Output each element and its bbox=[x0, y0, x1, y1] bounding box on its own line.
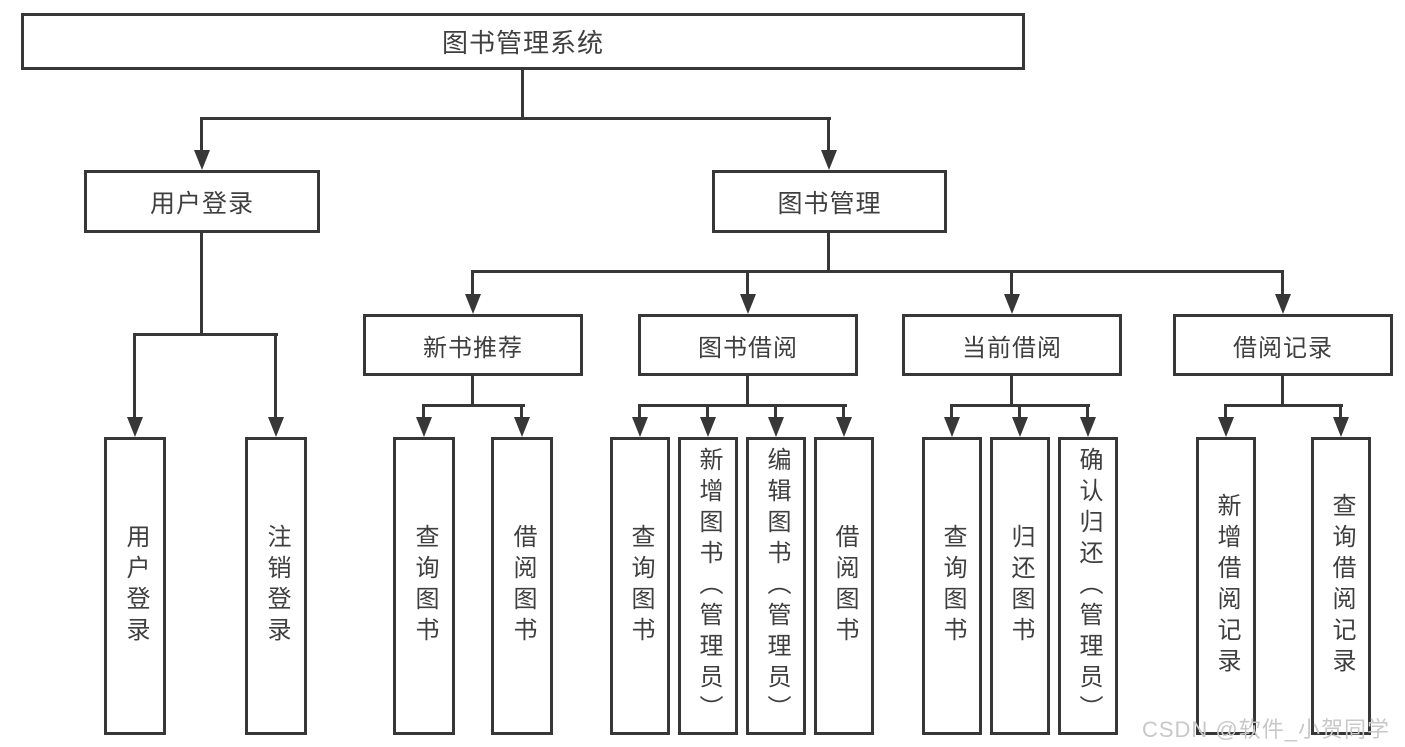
connector-hline bbox=[422, 404, 525, 407]
connector-stub bbox=[274, 333, 277, 419]
connector-stub bbox=[774, 404, 777, 419]
connector-stub bbox=[638, 404, 641, 419]
arrow-down-icon bbox=[127, 417, 143, 437]
arrow-down-icon bbox=[514, 417, 530, 437]
arrow-down-icon bbox=[836, 417, 852, 437]
connector-hline bbox=[638, 404, 847, 407]
node-current-borrowing: 当前借阅 bbox=[902, 314, 1122, 376]
node-label: 图书管理系统 bbox=[441, 28, 604, 58]
connector-vline bbox=[746, 376, 749, 406]
node-label: 借阅记录 bbox=[1233, 334, 1333, 362]
node-label: 用户登录 bbox=[149, 189, 254, 218]
connector-stub bbox=[827, 117, 830, 153]
connector-stub bbox=[422, 404, 425, 419]
node-label: 确认归还（管理员） bbox=[1075, 446, 1102, 726]
node-label: 新增借阅记录 bbox=[1213, 493, 1240, 679]
node-borrowing-records: 借阅记录 bbox=[1173, 314, 1393, 376]
node-borrow-books-recommend: 借阅图书 bbox=[491, 437, 553, 735]
node-label: 编辑图书（管理员） bbox=[763, 446, 790, 726]
node-label: 新书推荐 bbox=[423, 334, 523, 362]
node-logout: 注销登录 bbox=[245, 437, 307, 735]
node-label: 当前借阅 bbox=[962, 334, 1062, 362]
node-book-borrowing: 图书借阅 bbox=[638, 314, 858, 376]
node-confirm-return-admin: 确认归还（管理员） bbox=[1058, 437, 1118, 735]
arrow-down-icon bbox=[632, 417, 648, 437]
connector-stub bbox=[1281, 270, 1284, 296]
connector-userlogin-hline bbox=[133, 333, 278, 336]
arrow-down-icon bbox=[1333, 417, 1349, 437]
connector-root-vline bbox=[521, 70, 524, 119]
node-borrow-books-borrowing: 借阅图书 bbox=[814, 437, 874, 735]
connector-userlogin-vline bbox=[200, 233, 203, 335]
node-label: 新增图书（管理员） bbox=[695, 446, 722, 726]
node-new-book-recommendation: 新书推荐 bbox=[363, 314, 583, 376]
arrow-down-icon bbox=[1218, 417, 1234, 437]
connector-stub bbox=[1339, 404, 1342, 419]
node-label: 查询图书 bbox=[411, 524, 438, 648]
arrow-down-icon bbox=[1004, 294, 1020, 314]
arrow-down-icon bbox=[821, 150, 837, 170]
arrow-down-icon bbox=[194, 150, 210, 170]
node-library-management-system: 图书管理系统 bbox=[21, 13, 1025, 70]
node-label: 注销登录 bbox=[263, 524, 290, 648]
connector-stub bbox=[133, 333, 136, 419]
connector-root-hline bbox=[200, 117, 831, 120]
node-add-borrow-record: 新增借阅记录 bbox=[1196, 437, 1256, 735]
connector-bookmgmt-hline bbox=[471, 270, 1284, 273]
node-add-books-admin: 新增图书（管理员） bbox=[678, 437, 738, 735]
node-label: 用户登录 bbox=[122, 524, 149, 648]
connector-stub bbox=[950, 404, 953, 419]
arrow-down-icon bbox=[1275, 294, 1291, 314]
connector-stub bbox=[746, 270, 749, 296]
node-book-management: 图书管理 bbox=[712, 170, 947, 233]
node-label: 查询借阅记录 bbox=[1328, 493, 1355, 679]
arrow-down-icon bbox=[1080, 417, 1096, 437]
node-label: 借阅图书 bbox=[509, 524, 536, 648]
connector-hline bbox=[1224, 404, 1343, 407]
watermark: CSDN @软件_小贺同学 bbox=[1141, 717, 1390, 742]
connector-stub bbox=[200, 117, 203, 153]
arrow-down-icon bbox=[700, 417, 716, 437]
node-label: 图书管理 bbox=[777, 189, 882, 218]
connector-stub bbox=[471, 270, 474, 296]
node-query-books-current: 查询图书 bbox=[922, 437, 982, 735]
connector-vline bbox=[1281, 376, 1284, 406]
connector-stub bbox=[1010, 270, 1013, 296]
node-query-borrow-record: 查询借阅记录 bbox=[1311, 437, 1371, 735]
arrow-down-icon bbox=[465, 294, 481, 314]
node-label: 查询图书 bbox=[627, 524, 654, 648]
node-user-login-action: 用户登录 bbox=[104, 437, 166, 735]
connector-stub bbox=[1018, 404, 1021, 419]
arrow-down-icon bbox=[1012, 417, 1028, 437]
node-label: 图书借阅 bbox=[698, 334, 798, 362]
connector-stub bbox=[1224, 404, 1227, 419]
arrow-down-icon bbox=[944, 417, 960, 437]
node-user-login: 用户登录 bbox=[84, 170, 320, 233]
node-label: 查询图书 bbox=[939, 524, 966, 648]
connector-vline bbox=[471, 376, 474, 406]
connector-bookmgmt-vline bbox=[827, 233, 830, 272]
arrow-down-icon bbox=[740, 294, 756, 314]
arrow-down-icon bbox=[416, 417, 432, 437]
node-edit-books-admin: 编辑图书（管理员） bbox=[746, 437, 806, 735]
connector-stub bbox=[842, 404, 845, 419]
node-label: 借阅图书 bbox=[831, 524, 858, 648]
connector-stub bbox=[1086, 404, 1089, 419]
node-query-books-borrowing: 查询图书 bbox=[610, 437, 670, 735]
node-return-books: 归还图书 bbox=[990, 437, 1050, 735]
connector-vline bbox=[1010, 376, 1013, 406]
node-query-books-recommend: 查询图书 bbox=[393, 437, 455, 735]
node-label: 归还图书 bbox=[1007, 524, 1034, 648]
arrow-down-icon bbox=[768, 417, 784, 437]
connector-stub bbox=[706, 404, 709, 419]
arrow-down-icon bbox=[268, 417, 284, 437]
connector-stub bbox=[520, 404, 523, 419]
